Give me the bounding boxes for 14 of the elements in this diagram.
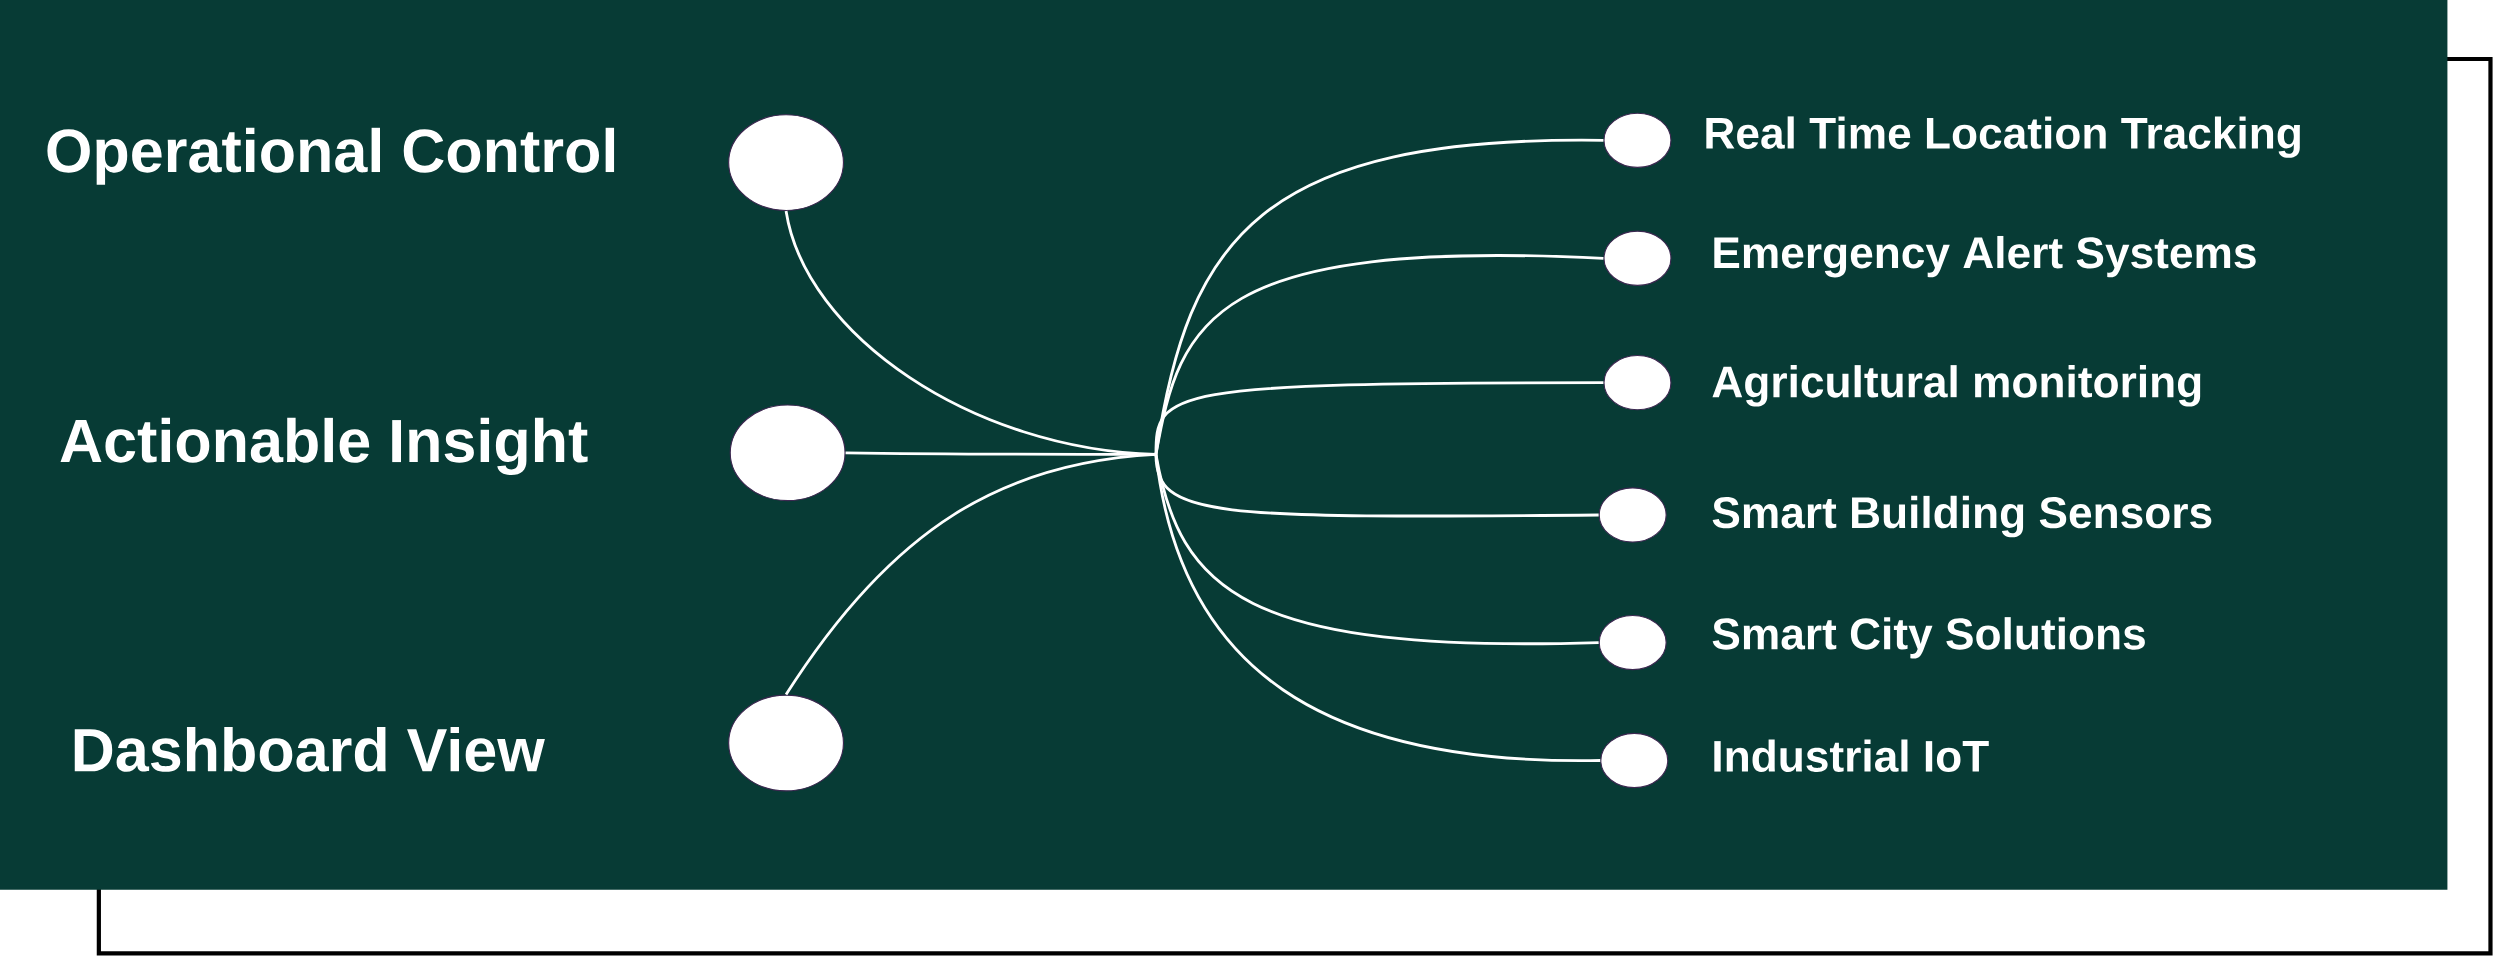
- node-label: Emergency Alert Systems: [1714, 236, 2256, 278]
- node-label: Agricultural monitoring: [1712, 365, 2201, 407]
- connector-line: [1154, 254, 1604, 455]
- node-label: Operational Control: [47, 127, 615, 185]
- connector-line: [1154, 454, 1599, 646]
- node-label: Real Time Location Tracking: [1706, 116, 2300, 158]
- node-label: Smart Building Sensors: [1712, 496, 2212, 538]
- connector-line: [1154, 454, 1601, 763]
- node-label: Actionable Insight: [60, 418, 588, 476]
- connector-line: [784, 453, 1157, 696]
- node-label: Smart City Solutions: [1712, 617, 2145, 659]
- connector-line: [1154, 381, 1604, 455]
- node-label: Industrial IoT: [1714, 739, 1989, 773]
- node-label: Dashboard View: [74, 727, 545, 772]
